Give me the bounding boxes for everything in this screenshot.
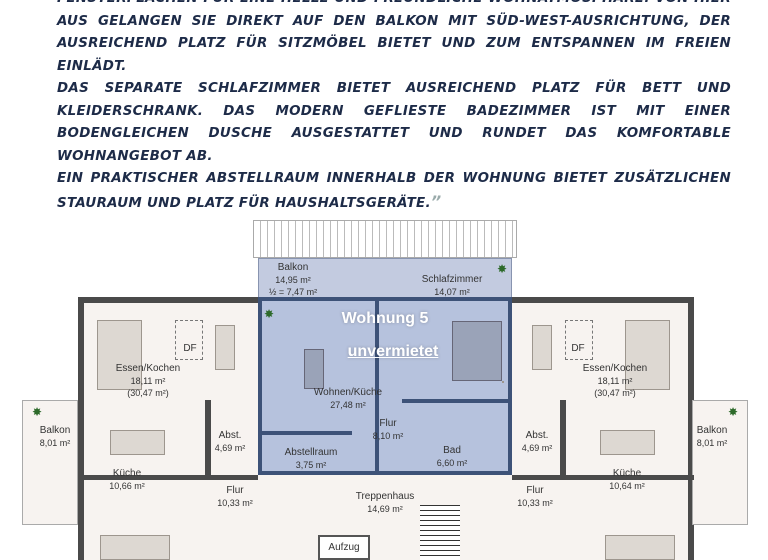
elevator [318,535,370,560]
room-label: DF [183,343,197,354]
close-quote: ” [430,191,442,211]
sofa [625,320,670,390]
description-paragraph-1: FENSTERFLÄCHEN FÜR EINE HELLE UND FREUND… [57,0,731,74]
room-label: DF [571,343,585,354]
unit-status[interactable]: unvermietet [347,343,439,360]
balcony-railing [253,220,517,258]
room-label: Abst.4,69 m² [521,430,553,453]
bed [452,321,502,381]
plant-icon: ✸ [497,262,508,276]
left-balcony [22,400,78,525]
dining-table [304,349,324,389]
plant-icon: ✸ [32,405,43,419]
description-text: FENSTERFLÄCHEN FÜR EINE HELLE UND FREUND… [57,0,731,215]
bed [605,535,675,560]
right-balcony [692,400,748,525]
unit-title: Wohnung 5 [341,310,429,327]
plant-icon: ✸ [728,405,739,419]
description-paragraph-3: EIN PRAKTISCHER ABSTELLRAUM INNERHALB DE… [57,171,731,211]
stairs [420,505,460,560]
sofa [97,320,142,390]
plant-icon: ✸ [264,307,275,321]
description-paragraph-2: DAS SEPARATE SCHLAFZIMMER BIETET AUSREIC… [57,81,731,164]
highlighted-unit [258,297,512,475]
center-balcony [258,258,512,298]
room-label: Aufzug [328,542,360,553]
room-label: Abst.4,69 m² [214,430,246,453]
bed [100,535,170,560]
